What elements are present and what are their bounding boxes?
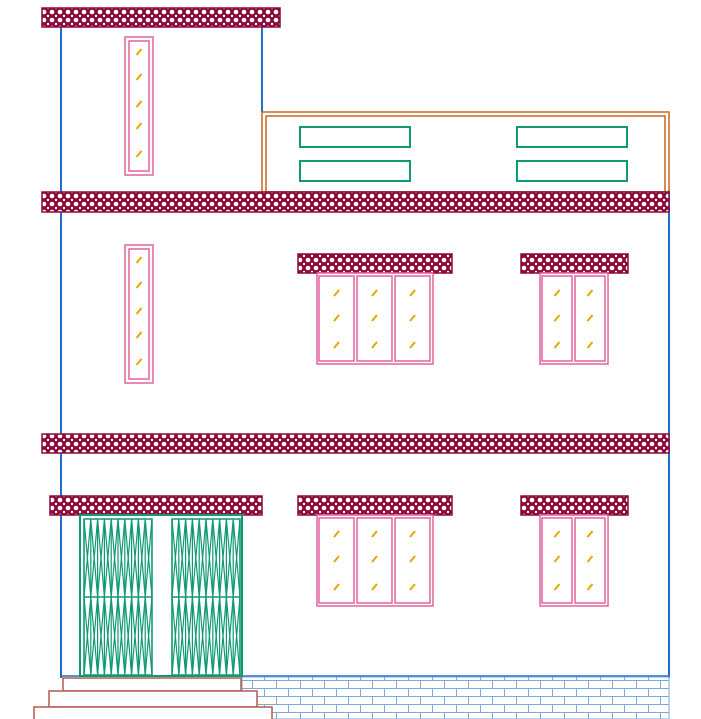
- stair-tower-roof-slab: [41, 7, 281, 28]
- entrance-steps: [33, 677, 273, 719]
- glass-mark: [586, 530, 594, 538]
- glass-mark: [586, 555, 594, 563]
- glass-mark: [333, 530, 340, 538]
- glass-mark: [371, 530, 378, 538]
- door-grill-right: [171, 518, 241, 676]
- window-first-floor-right-frame: [539, 272, 609, 365]
- glass-mark: [553, 341, 561, 349]
- window-first-floor-center-pane: [318, 275, 355, 362]
- first-floor-slab-band: [41, 433, 670, 454]
- glass-mark: [553, 314, 561, 322]
- window-first-floor-center-pane: [394, 275, 431, 362]
- glass-mark: [371, 289, 378, 297]
- step-middle: [48, 690, 258, 708]
- glass-mark: [371, 341, 378, 349]
- window-first-floor-right-lintel-hatch: [521, 254, 628, 273]
- glass-mark: [586, 341, 594, 349]
- window-ground-floor-center-pane: [394, 517, 431, 604]
- window-ground-floor-right-pane: [574, 517, 606, 604]
- first-floor-slab-band-outline: [41, 433, 670, 454]
- window-ground-floor-center: [316, 514, 434, 607]
- window-first-floor-right: [539, 272, 609, 365]
- step-top: [62, 677, 242, 692]
- stair-tower-roof-slab-outline: [41, 7, 281, 28]
- window-first-floor-right-pane: [541, 275, 573, 362]
- glass-mark: [371, 555, 378, 563]
- glass-mark: [135, 358, 143, 366]
- glass-mark: [135, 100, 143, 108]
- glass-mark: [553, 583, 561, 591]
- stair-window-lower-inner-frame: [128, 248, 150, 380]
- glass-mark: [333, 289, 340, 297]
- door-lintel-hatch: [50, 496, 262, 515]
- glass-mark: [409, 555, 416, 563]
- glass-mark: [586, 314, 594, 322]
- glass-mark: [333, 555, 340, 563]
- glass-mark: [586, 583, 594, 591]
- window-ground-floor-center-lintel-hatch: [298, 496, 452, 515]
- glass-mark: [333, 583, 340, 591]
- window-first-floor-right-lintel: [520, 253, 629, 274]
- roof-slab-band: [41, 191, 670, 213]
- glass-mark: [409, 583, 416, 591]
- window-ground-floor-center-pane: [356, 517, 393, 604]
- glass-mark: [135, 48, 143, 56]
- glass-mark: [135, 122, 143, 130]
- window-ground-floor-right-lintel-hatch: [521, 496, 628, 515]
- roof-slab-band-hatch: [42, 192, 669, 212]
- stair-window-lower: [124, 244, 154, 384]
- window-ground-floor-right-frame: [539, 514, 609, 607]
- window-ground-floor-right: [539, 514, 609, 607]
- window-ground-floor-center-pane: [318, 517, 355, 604]
- window-ground-floor-right-pane: [541, 517, 573, 604]
- parapet-vent-slot: [516, 126, 628, 148]
- glass-mark: [586, 289, 594, 297]
- glass-mark: [135, 307, 143, 315]
- glass-mark: [135, 281, 143, 289]
- window-first-floor-center-lintel-hatch: [298, 254, 452, 273]
- brick-plinth: [241, 676, 670, 719]
- glass-mark: [371, 314, 378, 322]
- glass-mark: [409, 341, 416, 349]
- window-ground-floor-center-lintel: [297, 495, 453, 516]
- glass-mark: [553, 530, 561, 538]
- glass-mark: [135, 150, 143, 158]
- glass-mark: [333, 314, 340, 322]
- first-floor-slab-band-hatch: [42, 434, 669, 453]
- glass-mark: [135, 256, 143, 264]
- glass-mark: [135, 331, 143, 339]
- window-ground-floor-right-lintel: [520, 495, 629, 516]
- parapet-vent-slot: [299, 126, 411, 148]
- glass-mark: [409, 530, 416, 538]
- glass-mark: [135, 73, 143, 81]
- glass-mark: [333, 341, 340, 349]
- door-lintel: [49, 495, 263, 516]
- stair-window-upper-inner-frame: [128, 40, 150, 172]
- glass-mark: [409, 289, 416, 297]
- window-first-floor-right-pane: [574, 275, 606, 362]
- glass-mark: [553, 289, 561, 297]
- entrance-door: [79, 514, 243, 677]
- roof-slab-band-outline: [41, 191, 670, 213]
- glass-mark: [409, 314, 416, 322]
- window-first-floor-center-lintel: [297, 253, 453, 274]
- glass-mark: [371, 583, 378, 591]
- window-first-floor-center: [316, 272, 434, 365]
- roof-parapet: [261, 111, 670, 193]
- parapet-vent-slot: [516, 160, 628, 182]
- step-bottom: [33, 706, 273, 719]
- door-grill-left: [83, 518, 153, 676]
- parapet-vent-slot: [299, 160, 411, 182]
- glass-mark: [553, 555, 561, 563]
- window-first-floor-center-pane: [356, 275, 393, 362]
- stair-tower-roof-slab-hatch: [42, 8, 280, 27]
- stair-window-upper: [124, 36, 154, 176]
